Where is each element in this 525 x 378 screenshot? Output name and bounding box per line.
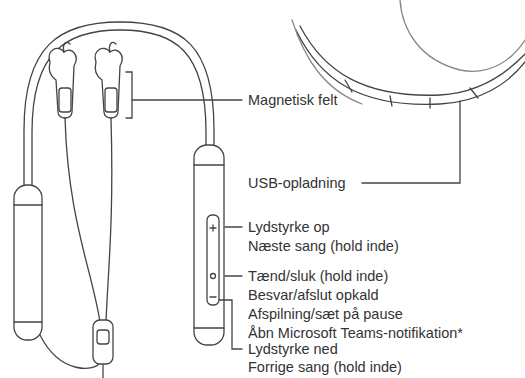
button-label: Tænd/sluk (hold inde) [248, 267, 388, 285]
button-label: Lydstyrke op [248, 218, 330, 236]
button-label: Næste sang (hold inde) [248, 237, 399, 255]
button-label: Forrige sang (hold inde) [248, 358, 402, 376]
button-label: Åbn Microsoft Teams-notifikation* [248, 324, 463, 342]
button-label: Lydstyrke ned [248, 340, 338, 358]
part-label: Magnetisk felt [248, 91, 337, 109]
button-label: Afspilning/sæt på pause [248, 305, 403, 323]
part-label: USB-opladning [248, 174, 346, 192]
button-label: Besvar/afslut opkald [248, 286, 379, 304]
